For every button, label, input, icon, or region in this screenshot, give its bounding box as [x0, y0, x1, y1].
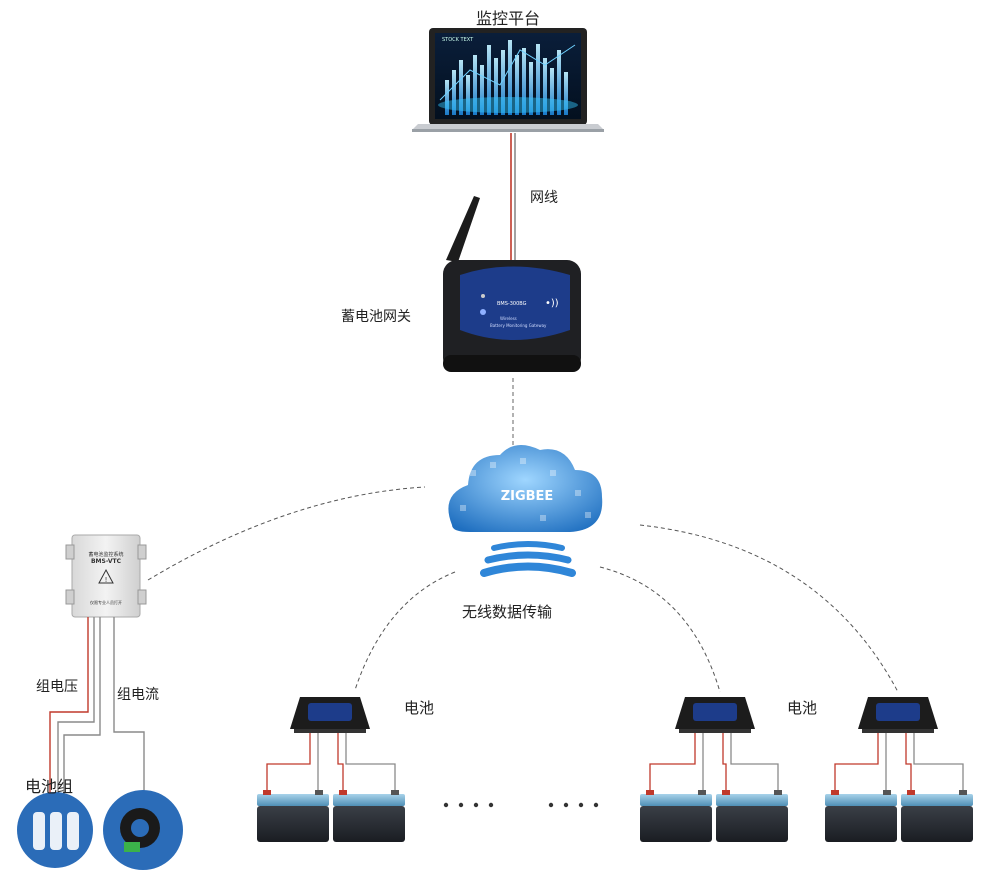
laptop-screen-caption: STOCK TEXT [442, 37, 474, 43]
gateway-device-icon: BMS-300BG •)) Wireless Battery Monitorin… [443, 196, 581, 372]
battery-icon [257, 790, 329, 842]
box-model: BMS-VTC [91, 558, 122, 565]
box-footer: 仅限专业人员打开 [90, 599, 122, 605]
zigbee-cloud-icon: ZIGBEE [448, 445, 603, 532]
gateway-subtitle: Wireless [500, 316, 517, 321]
battery-cluster [640, 697, 788, 842]
cloud-text: ZIGBEE [501, 489, 554, 504]
box-title: 蓄电池监控系统 [88, 551, 123, 558]
monitor-box-icon: 蓄电池监控系统 BMS-VTC ! 仅限专业人员打开 [65, 534, 147, 618]
laptop-icon: STOCK TEXT [412, 28, 604, 132]
battery-label-b: 电池 [787, 699, 818, 717]
gateway-subtitle2: Battery Monitoring Gateway [490, 323, 547, 328]
wireless-label: 无线数据传输 [462, 603, 553, 621]
battery-label-a: 电池 [404, 699, 435, 717]
battery-sensor-icon [858, 697, 938, 733]
wifi-waves-icon [480, 541, 576, 577]
gateway-label: 蓄电池网关 [341, 309, 411, 325]
svg-text:•)): •)) [545, 298, 559, 309]
gateway-model: BMS-300BG [497, 301, 527, 307]
battery-cluster [257, 697, 405, 842]
svg-text:!: ! [105, 576, 108, 584]
network-cable [510, 133, 516, 262]
platform-label: 监控平台 [476, 9, 541, 28]
battery-sensor-icon [675, 697, 755, 733]
battery-icon [333, 790, 405, 842]
box-wiring [49, 617, 145, 800]
wireless-links [147, 486, 899, 693]
battery-icon [901, 790, 973, 842]
current-sensor-icon [103, 790, 183, 870]
battery-group-label: 电池组 [25, 777, 74, 796]
battery-pack-icon [17, 792, 93, 868]
network-cable-label: 网线 [530, 190, 558, 206]
battery-icon [825, 790, 897, 842]
battery-icon [716, 790, 788, 842]
group-voltage-label: 组电压 [36, 679, 78, 695]
battery-sensor-icon [290, 697, 370, 733]
ellipsis-dots [443, 802, 599, 808]
battery-icon [640, 790, 712, 842]
group-current-label: 组电流 [117, 687, 159, 703]
battery-cluster [825, 697, 973, 842]
